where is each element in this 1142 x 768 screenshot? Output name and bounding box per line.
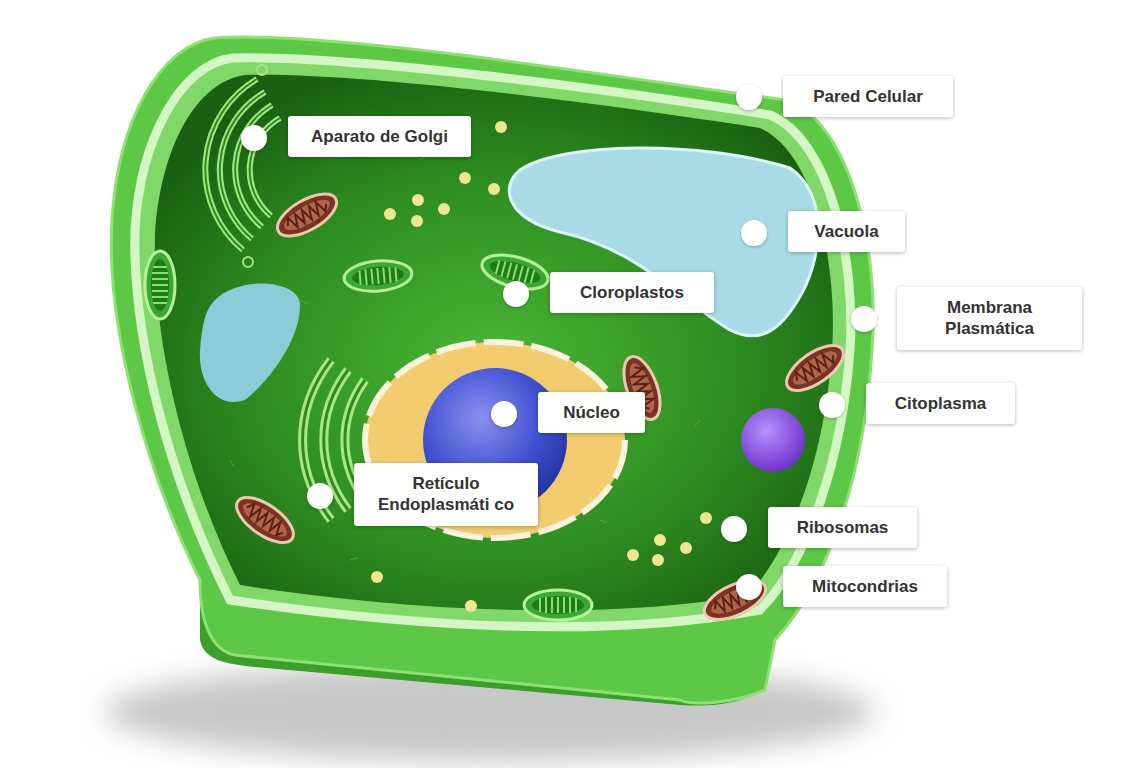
chloroplast: [343, 258, 413, 294]
mitochondrion: [271, 186, 343, 245]
label-box: Ribosomas: [768, 507, 917, 548]
chloroplast: [524, 590, 592, 620]
part-label: Ribosomas: [797, 517, 889, 538]
ribosomes: [371, 121, 712, 612]
part-label: Cloroplastos: [580, 282, 684, 303]
label-box: Pared Celular: [783, 76, 953, 117]
golgi-apparatus: [205, 65, 280, 267]
cell-wall: [111, 37, 873, 703]
mitochondrion: [779, 337, 850, 399]
label-box: Mitocondrias: [783, 566, 947, 607]
part-label: Aparato de Golgi: [311, 126, 448, 147]
small-vacuole: [200, 284, 300, 402]
label-box: Membrana Plasmática: [897, 287, 1082, 350]
mitochondrion: [229, 489, 300, 551]
part-label: Membrana Plasmática: [919, 297, 1060, 340]
vacuole: [509, 148, 818, 336]
mitochondrion: [699, 572, 771, 627]
label-box: Núcleo: [538, 392, 645, 433]
part-label: Mitocondrias: [812, 576, 918, 597]
part-label: Núcleo: [563, 402, 620, 423]
label-box: Aparato de Golgi: [288, 116, 471, 157]
part-label: Vacuola: [814, 221, 878, 242]
chloroplast: [145, 251, 175, 319]
part-label: Pared Celular: [813, 86, 923, 107]
cytoplasm: [155, 75, 833, 611]
vesicle: [741, 408, 805, 472]
label-box: Vacuola: [788, 211, 905, 252]
label-box: Retículo Endoplasmáti co: [354, 463, 538, 526]
part-label: Retículo Endoplasmáti co: [376, 473, 516, 516]
part-label: Citoplasma: [895, 393, 987, 414]
nucleus: [365, 342, 625, 538]
label-box: Cloroplastos: [550, 272, 714, 313]
plasma-membrane: [135, 58, 851, 627]
label-box: Citoplasma: [866, 383, 1015, 424]
